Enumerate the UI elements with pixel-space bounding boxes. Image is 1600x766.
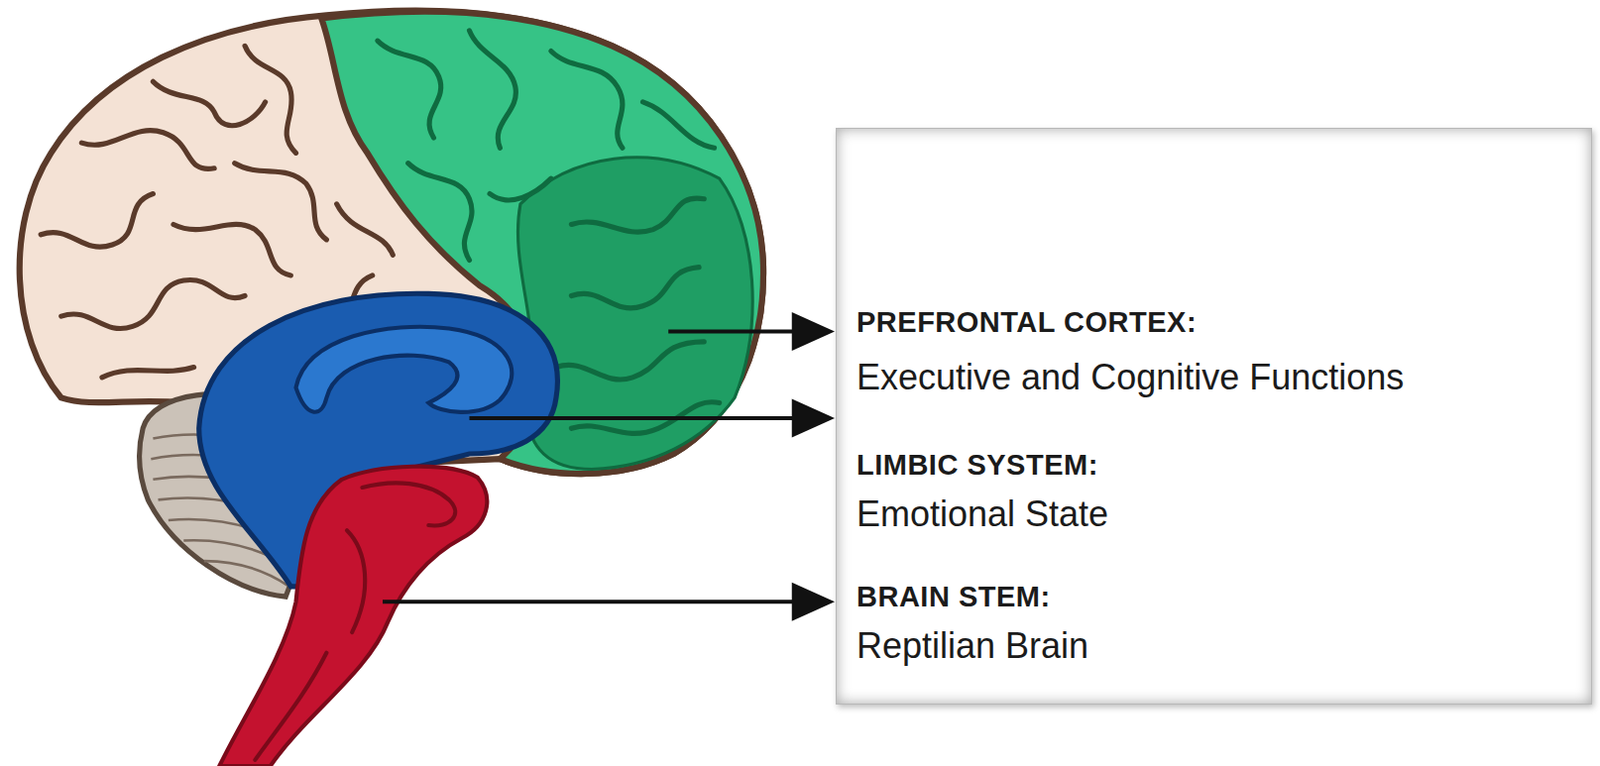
section-heading: LIMBIC SYSTEM: <box>856 446 1572 484</box>
section-heading: PREFRONTAL CORTEX: <box>856 303 1572 342</box>
leader-line <box>668 329 797 334</box>
limbic-loop <box>296 327 513 413</box>
arrowhead <box>792 398 835 438</box>
leader-line <box>382 599 797 604</box>
section-description: Reptilian Brain <box>856 623 1572 670</box>
leader-line <box>468 416 796 421</box>
prefrontal-cortex <box>517 157 753 470</box>
leader-arrows <box>382 312 835 622</box>
label-box: PREFRONTAL CORTEX: Executive and Cognitiv… <box>835 127 1593 705</box>
section-description: Executive and Cognitive Functions <box>856 354 1572 401</box>
section-description: Emotional State <box>856 491 1572 538</box>
arrowhead <box>792 582 835 622</box>
section-heading: BRAIN STEM: <box>856 577 1572 616</box>
brain-stem <box>219 466 487 766</box>
arrowhead <box>792 312 835 351</box>
brain-stem-folds <box>254 482 456 760</box>
